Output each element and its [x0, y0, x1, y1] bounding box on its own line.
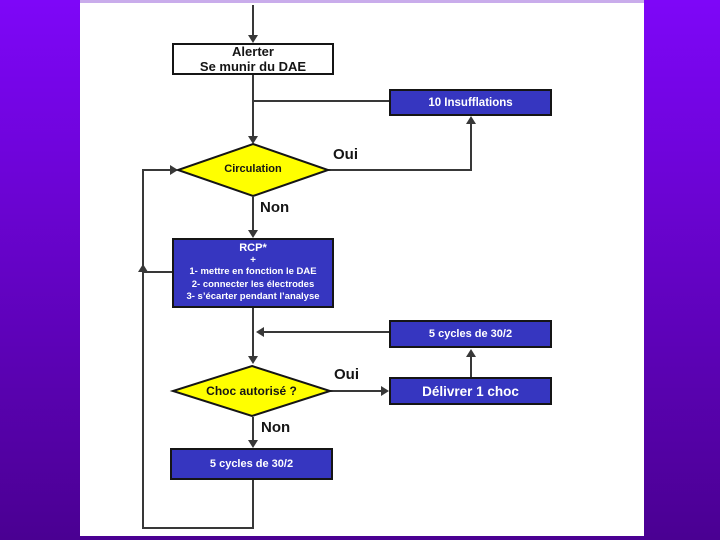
choc-oui-label: Oui — [334, 366, 359, 383]
rcp-box: RCP* + 1- mettre en fonction le DAE 2- c… — [172, 238, 334, 308]
rcp-line5: 3- s’écarter pendant l’analyse — [186, 291, 320, 303]
delivrer-label: Délivrer 1 choc — [422, 383, 519, 399]
circulation-oui-label: Oui — [333, 146, 358, 163]
arrow-cycles-return — [256, 327, 264, 337]
alert-box: Alerter Se munir du DAE — [172, 43, 334, 75]
arrow-loop-up — [138, 264, 148, 272]
circulation-diamond-label: Circulation — [224, 163, 282, 175]
insufflations-box: 10 Insufflations — [389, 89, 552, 116]
rcp-line2: + — [250, 255, 256, 267]
arrow-into-cycles-top — [466, 349, 476, 357]
arrow-into-cycles-bottom — [248, 440, 258, 448]
rcp-line4: 2- connecter les électrodes — [191, 278, 315, 290]
arrow-into-alert-box — [248, 35, 258, 43]
arrow-into-choc — [248, 356, 258, 364]
arrow-loop-into-circulation — [170, 165, 178, 175]
circulation-non-label: Non — [260, 199, 290, 216]
alert-box-line2: Se munir du DAE — [199, 59, 307, 74]
cycles-bottom-box: 5 cycles de 30/2 — [170, 448, 333, 480]
connector-circulation-oui — [328, 121, 472, 171]
cycles-top-box: 5 cycles de 30/2 — [389, 320, 552, 348]
circulation-diamond — [174, 142, 332, 198]
alert-box-line1: Alerter — [232, 44, 274, 59]
arrow-into-delivrer — [381, 386, 389, 396]
rcp-line3: 1- mettre en fonction le DAE — [189, 266, 317, 278]
cycles-bottom-label: 5 cycles de 30/2 — [209, 458, 294, 470]
rcp-line1: RCP* — [239, 242, 267, 255]
arrow-into-insufflations — [466, 116, 476, 124]
delivrer-box: Délivrer 1 choc — [389, 377, 552, 405]
cycles-top-label: 5 cycles de 30/2 — [428, 328, 513, 340]
choc-non-label: Non — [261, 419, 291, 436]
choc-diamond-label: Choc autorisé ? — [206, 384, 297, 398]
arrow-into-circulation — [248, 136, 258, 144]
connector-feedback-loop — [142, 169, 254, 529]
arrow-into-rcp — [248, 230, 258, 238]
choc-diamond — [169, 364, 334, 418]
insufflations-label: 10 Insufflations — [428, 96, 513, 109]
